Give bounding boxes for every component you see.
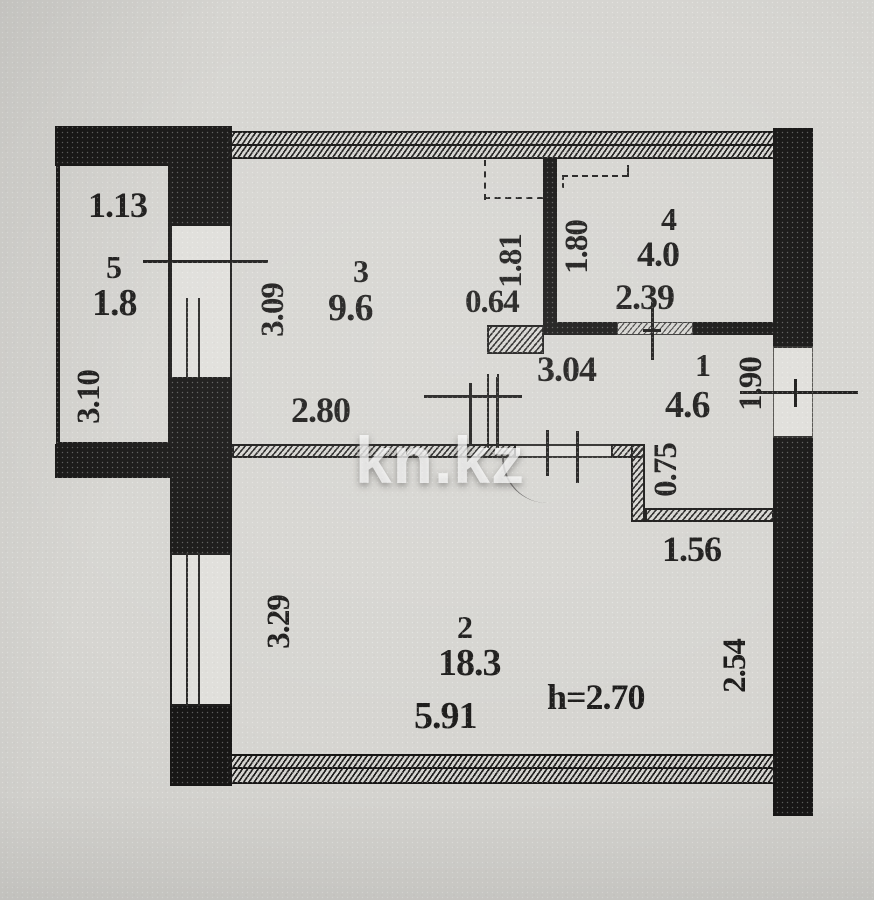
dim-living-width: 5.91 [414, 695, 477, 737]
balcony-window-glazing-line [186, 298, 188, 377]
dim-balcony-width: 1.13 [88, 185, 148, 225]
dim-hallway-entry-side: 1.90 [732, 357, 769, 411]
room-area-kitchen: 9.6 [328, 287, 373, 329]
room-number-living: 2 [457, 609, 473, 645]
dim-bathroom-width: 2.39 [615, 277, 675, 317]
kitchen-door-jamb-tick [496, 377, 499, 447]
wall-bathroom-left [543, 157, 557, 334]
dim-living-right-height: 2.54 [716, 639, 753, 693]
room-number-balcony: 5 [106, 249, 122, 285]
bathroom-door-tick-cross [643, 329, 661, 332]
wall-kitchen-living [232, 444, 516, 458]
niche-dashed-line [484, 197, 543, 199]
entrance-dimension-line [740, 391, 858, 394]
dim-hallway-bottom-width: 1.56 [662, 529, 722, 569]
dim-niche-width: 0.64 [465, 284, 520, 320]
wall-exterior-bottom [228, 754, 775, 784]
room-area-bathroom: 4.0 [637, 234, 680, 274]
wall-bathroom-bottom-right [693, 322, 773, 335]
living-room-window [170, 553, 232, 706]
bathroom-door-sill [617, 322, 693, 335]
wall-balcony-bottom [55, 444, 172, 478]
living-door-opening [516, 444, 611, 458]
living-door-jamb-tick [576, 431, 579, 483]
balcony-window-glazing-line [198, 298, 200, 377]
wall-exterior-right-lower [773, 438, 813, 816]
entrance-jamb-tick [794, 379, 797, 407]
living-window-glazing-line [186, 553, 188, 706]
wall-exterior-left-middle [170, 376, 232, 554]
wall-bathroom-bottom-left [543, 322, 617, 335]
kitchen-door-dimension-line [424, 395, 522, 398]
dim-bathroom-height: 1.80 [558, 220, 595, 274]
dim-hallway-width: 3.04 [537, 349, 597, 389]
kitchen-door-jamb-tick [469, 383, 472, 445]
wall-hall-corner-block [487, 325, 544, 354]
room-number-kitchen: 3 [353, 253, 369, 289]
bathroom-dashed-line [562, 175, 564, 188]
niche-dashed-line [484, 160, 486, 200]
living-window-glazing-line [198, 553, 200, 706]
room-area-living: 18.3 [438, 642, 501, 684]
dim-balcony-depth: 3.10 [70, 370, 107, 424]
dim-kitchen-height: 3.09 [254, 283, 291, 337]
wall-exterior-left-lower [170, 706, 232, 786]
living-door-jamb-tick [546, 430, 549, 476]
wall-exterior-right-upper [773, 128, 813, 346]
site-watermark: kn.kz [354, 423, 526, 497]
wall-exterior-top [228, 131, 775, 159]
wall-step-vertical [631, 444, 645, 522]
dim-hallway-step: 0.75 [647, 443, 684, 497]
ceiling-height-label: h=2.70 [547, 677, 646, 717]
room-area-hallway: 4.6 [665, 384, 710, 426]
room-area-balcony: 1.8 [92, 282, 137, 324]
bathroom-dashed-line [562, 175, 628, 177]
dim-kitchen-width: 2.80 [291, 390, 351, 430]
bathroom-dashed-line [627, 165, 629, 177]
wall-balcony-right-upper [168, 126, 232, 226]
wall-hallway-living [645, 508, 774, 522]
balcony-leader-line [143, 260, 268, 263]
room-number-bathroom: 4 [661, 201, 677, 237]
room-number-hallway: 1 [695, 347, 711, 383]
dim-living-height: 3.29 [260, 595, 297, 649]
balcony-window [170, 298, 232, 377]
